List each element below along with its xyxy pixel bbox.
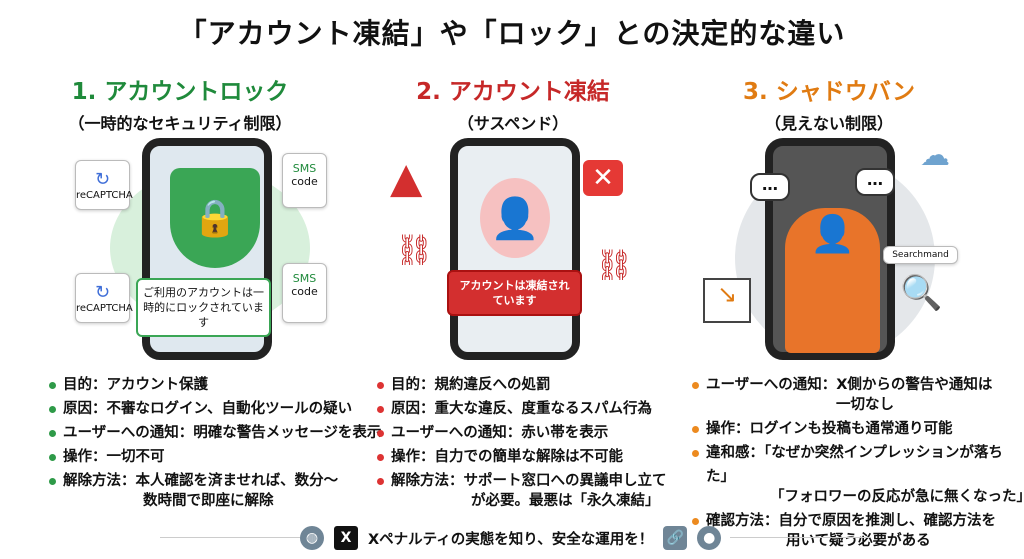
bullet: 違和感：「なぜか突然インプレッションが落ちた」「フォロワーの反応が急に無くなった… [690, 441, 1024, 509]
bullet: 原因：重大な違反、度重なるスパム行為 [375, 397, 667, 421]
lock-bullets: 目的：アカウント保護 原因：不審なログイン、自動化ツールの疑い ユーザーへの通知… [47, 373, 381, 513]
broken-chain-icon: ⛓ [595, 248, 634, 283]
bullet: 原因：不審なログイン、自動化ツールの疑い [47, 397, 381, 421]
bullet: ユーザーへの通知：明確な警告メッセージを表示 [47, 421, 381, 445]
declining-chart-icon: ↘ [703, 278, 751, 323]
bullet: ユーザーへの通知：X側からの警告や通知は一切なし [690, 373, 1024, 417]
search-bar: Searchmand [883, 246, 958, 264]
recaptcha-card: ↻reCAPTCHA [75, 160, 133, 210]
person-icon: 👤 [785, 208, 880, 353]
column-shadowban: 3. シャドウバン （見えない制限） [664, 72, 994, 134]
heading: 1. アカウントロック [71, 79, 289, 105]
magnifier-icon: 🔍 [900, 273, 943, 313]
shadowban-illustration: 👤 … … ☁ ↘ Searchmand 🔍 [695, 138, 965, 360]
x-logo-icon: X [334, 526, 358, 550]
bullet: ユーザーへの通知：赤い帯を表示 [375, 421, 667, 445]
divider [730, 537, 870, 538]
close-icon: ✕ [583, 160, 623, 196]
bullet: 操作：一切不可 [47, 445, 381, 469]
bullet: 操作：自力での簡単な解除は不可能 [375, 445, 667, 469]
shadowban-bullets: ユーザーへの通知：X側からの警告や通知は一切なし 操作：ログインも投稿も通常通り… [690, 373, 1024, 553]
bullet: 目的：規約違反への処罰 [375, 373, 667, 397]
warning-icon: ▲ [390, 153, 423, 202]
shield-lock-icon: 🔒 [170, 168, 260, 268]
bullet: 確認方法：自分で原因を推測し、確認方法を用いて疑う必要がある [690, 509, 1024, 553]
footer-text: Xペナルティの実態を知り、安全な運用を！ [368, 531, 654, 548]
footer: ◍ X Xペナルティの実態を知り、安全な運用を！ 🔗 ● [300, 522, 730, 554]
divider [160, 537, 300, 538]
heading: 3. シャドウバン [743, 79, 915, 105]
user-avatar-icon: ● [697, 526, 722, 550]
subtitle: （見えない制限） [764, 114, 893, 133]
suspension-banner: アカウントは凍結されています [447, 270, 582, 316]
bullet: 解除方法：サポート窓口への異議申し立てが必要。最悪は「永久凍結」 [375, 469, 667, 513]
lock-message: ご利用のアカウントは一時的にロックされています [136, 278, 271, 337]
cloud-icon: ☁ [920, 138, 950, 173]
page-title: 「アカウント凍結」や「ロック」との決定的な違い [178, 17, 846, 50]
broken-chain-icon: ⛓ [395, 233, 434, 268]
globe-icon: ◍ [300, 526, 324, 550]
bullet: 解除方法：本人確認を済ませれば、数分～数時間で即座に解除 [47, 469, 381, 513]
bullet: 目的：アカウント保護 [47, 373, 381, 397]
speech-bubble-icon: … [750, 173, 790, 201]
user-silhouette-icon: 👤 [480, 178, 550, 258]
subtitle: （サスペンド） [457, 114, 569, 133]
suspension-bullets: 目的：規約違反への処罰 原因：重大な違反、度重なるスパム行為 ユーザーへの通知：… [375, 373, 667, 513]
recaptcha-card: ↻reCAPTCHA [75, 273, 133, 323]
suspension-illustration: ▲ ✕ 👤 ⛓ ⛓ アカウントは凍結されています [385, 138, 645, 360]
bullet: 操作：ログインも投稿も通常通り可能 [690, 417, 1024, 441]
link-icon: 🔗 [663, 526, 688, 550]
column-account-lock: 1. アカウントロック （一時的なセキュリティ制限） [15, 72, 345, 134]
subtitle: （一時的なセキュリティ制限） [68, 114, 292, 133]
column-account-suspension: 2. アカウント凍結 （サスペンド） [348, 72, 678, 134]
heading: 2. アカウント凍結 [416, 79, 610, 105]
speech-bubble-icon: … [855, 168, 895, 196]
